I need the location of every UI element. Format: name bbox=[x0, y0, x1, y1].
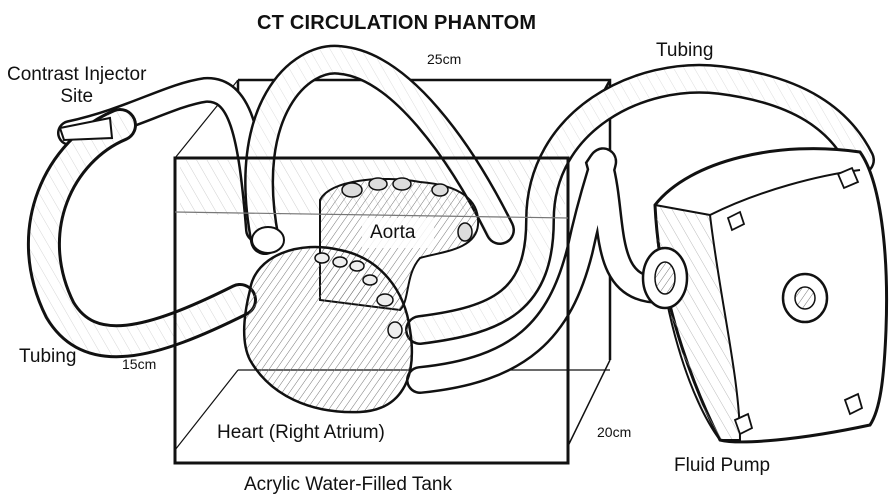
dimension-width: 25cm bbox=[427, 51, 461, 67]
heart-label: Heart (Right Atrium) bbox=[217, 422, 385, 444]
dimension-depth: 20cm bbox=[597, 424, 631, 440]
fluid-pump-label: Fluid Pump bbox=[674, 455, 770, 477]
diagram-title: CT CIRCULATION PHANTOM bbox=[257, 12, 536, 35]
pump-inlet-hole bbox=[655, 262, 675, 294]
fluid-pump bbox=[655, 149, 887, 442]
contrast-injector-site-label: Contrast Injector Site bbox=[7, 64, 146, 108]
tubing-left-label: Tubing bbox=[19, 346, 76, 368]
dimension-height: 15cm bbox=[122, 356, 156, 372]
tank-label: Acrylic Water-Filled Tank bbox=[244, 474, 452, 496]
heart-inlet-tube bbox=[252, 227, 284, 253]
tubing-top-label: Tubing bbox=[656, 40, 713, 62]
aorta-label: Aorta bbox=[370, 222, 415, 244]
